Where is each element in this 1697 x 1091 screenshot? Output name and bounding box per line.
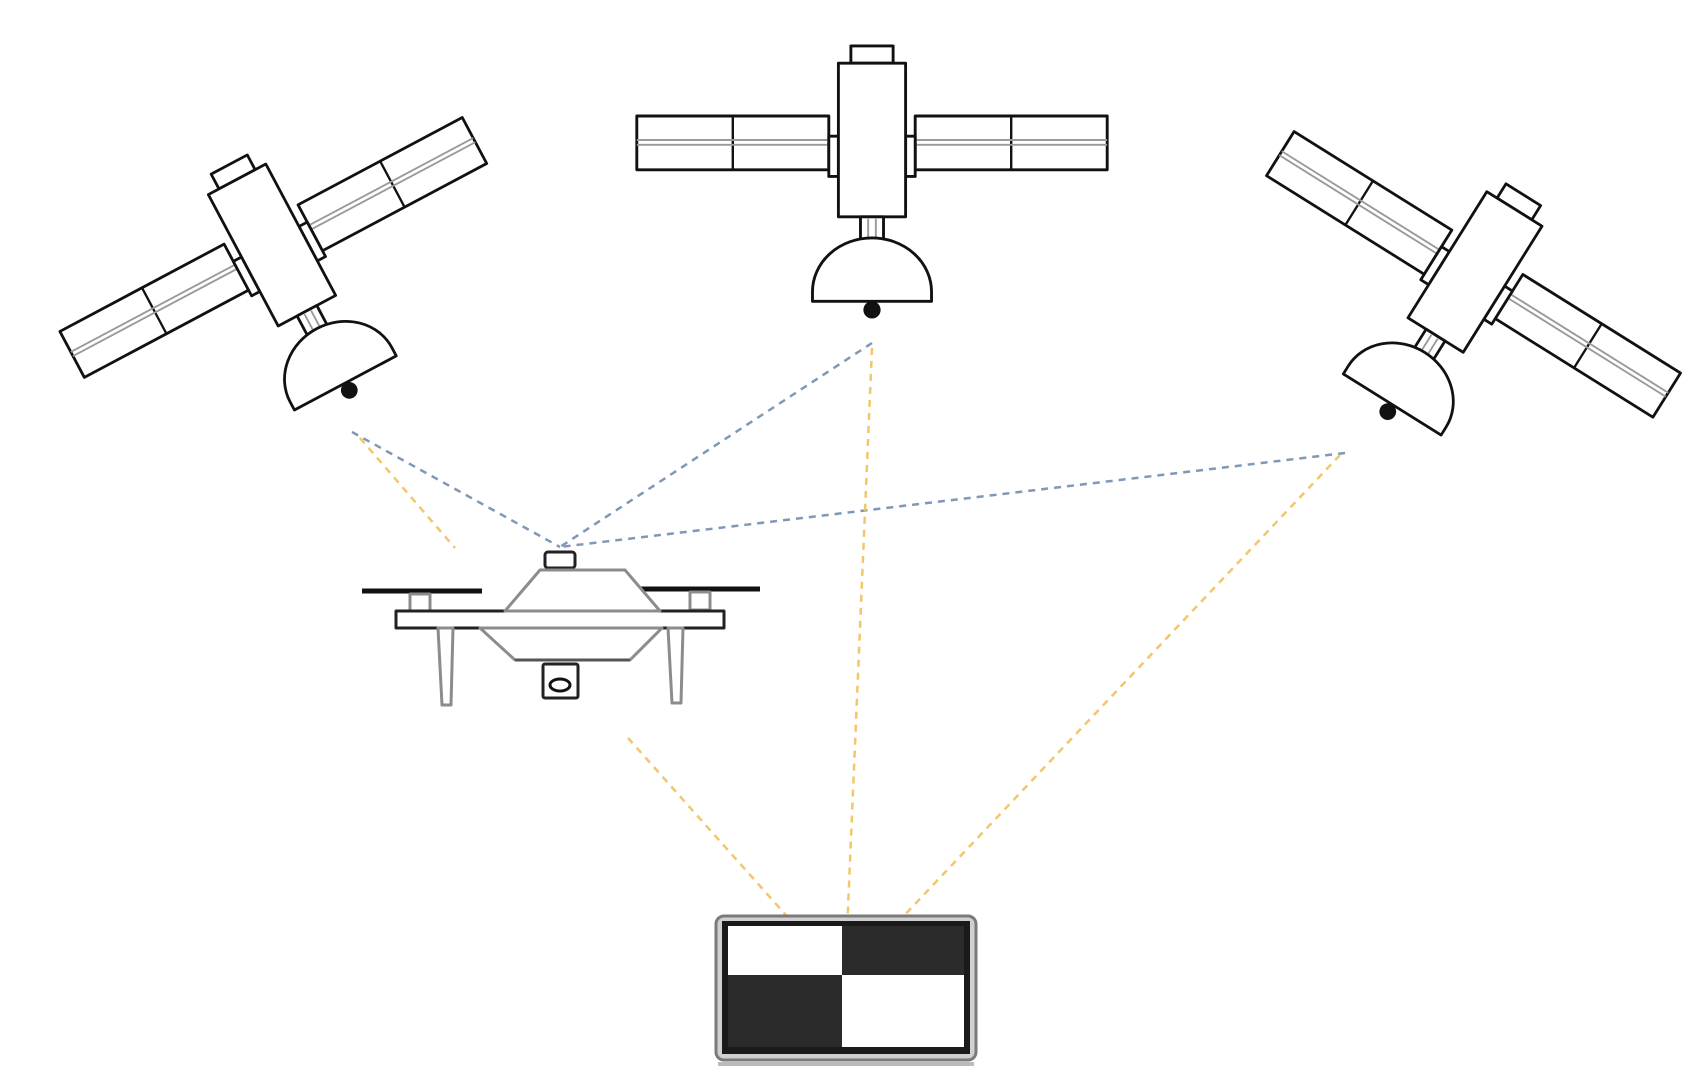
- signal-line-top-to-target: [843, 347, 874, 979]
- signal-line-right-to-target: [844, 454, 1341, 979]
- signal-line-left-to-target-lower: [627, 737, 843, 979]
- satellite-right-icon: [1188, 72, 1697, 541]
- satellite-left-icon: [26, 56, 556, 507]
- satellite-top-icon: [635, 44, 1109, 321]
- signal-line-top-to-drone: [559, 341, 873, 549]
- quadcopter-drone-icon: [362, 550, 760, 707]
- drone-signal-lines: [351, 341, 1346, 549]
- signal-line-left-to-target-upper: [359, 437, 456, 549]
- signal-line-right-to-drone: [559, 451, 1346, 549]
- signal-line-left-to-drone: [351, 430, 561, 549]
- checkerboard-ground-target-icon: [714, 914, 978, 1066]
- target-signal-lines: [359, 347, 1341, 979]
